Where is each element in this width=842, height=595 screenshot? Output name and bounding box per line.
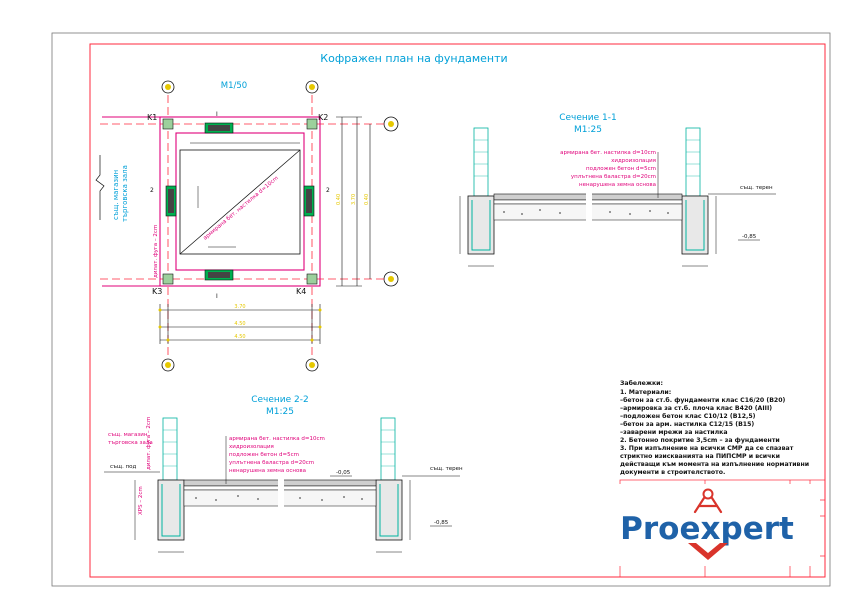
section22-ground: същ. терен	[430, 466, 463, 472]
logo-text: Proexpert	[620, 511, 794, 547]
plan-dim: 0.40	[364, 194, 370, 205]
section-marker: 2	[150, 187, 154, 194]
notes-line: –бетон за ст.б. фундаменти клас C16/20 (…	[620, 396, 786, 404]
corner-k4: K4	[296, 287, 306, 296]
notes-line: –бетон за арм. настилка C12/15 (B15)	[620, 420, 754, 428]
section22-layer: хидроизолация	[229, 444, 274, 450]
notes-line: –заварени мрежи за настилка	[620, 429, 728, 436]
section22-layer: армирана бет. настилка d=10cm	[229, 436, 325, 442]
section11-layer: хидроизолация	[611, 158, 656, 164]
section22-scale: M1:25	[266, 407, 294, 417]
section11-layer: уплътнена баластра d=20cm	[571, 174, 656, 180]
notes-line: –подложен бетон клас C10/12 (B12,5)	[620, 412, 756, 420]
foundation-plan: M1/50	[95, 80, 399, 372]
section22-left-label-2: търговска зала	[108, 440, 153, 446]
section11-scale: M1:25	[574, 125, 602, 135]
section11-level: -0,85	[742, 234, 757, 240]
plan-scale: M1/50	[221, 81, 247, 91]
section-marker: I	[216, 111, 218, 118]
compass-icon	[693, 488, 723, 514]
section22-layer: подложен бетон d=5cm	[229, 452, 299, 458]
section11-layer: армирана бет. настилка d=10cm	[560, 150, 656, 156]
plan-joint-label: дилат. фуга – 2cm	[153, 225, 159, 278]
notes-line: стриктно изискванията на ПИПСМР и всички	[620, 453, 780, 460]
plan-dim: 4.50	[234, 321, 245, 327]
section22-title: Сечение 2-2	[251, 395, 309, 405]
plan-dim: 3.70	[351, 194, 357, 205]
section22-layer: уплътнена баластра d=20cm	[229, 460, 314, 466]
plan-left-label-1: същ. магазин	[112, 170, 120, 220]
section22-xps: XPS – 2cm	[138, 486, 144, 515]
corner-k3: K3	[152, 287, 162, 296]
section22-joint: дилат. фуга – 2cm	[146, 417, 152, 470]
section22-left-label-1: същ. магазин	[108, 432, 148, 438]
plan-left-label-2: търговска зала	[121, 165, 129, 222]
logo-chevron	[688, 543, 728, 560]
section22-level2: -0,85	[434, 520, 449, 526]
notes-line: –армировка за ст.б. плоча клас B420 (AII…	[620, 404, 772, 412]
section-marker: I	[216, 293, 218, 300]
drawing-title: Кофражен план на фундаменти	[320, 52, 507, 65]
plan-dim: 0.40	[336, 194, 342, 205]
notes-line: 3. При изпълнение на всички СМР да се сп…	[620, 445, 794, 452]
corner-k2: K2	[318, 113, 328, 122]
section-marker: 2	[326, 187, 330, 194]
section-1-1: Сечение 1-1 M1:25	[459, 113, 776, 267]
sheet-border	[51, 32, 831, 587]
notes-line: 1. Материали:	[620, 389, 671, 396]
notes-line: действащи към момента на изпълнение норм…	[620, 460, 809, 468]
section22-level1: -0,05	[336, 470, 351, 476]
notes-line: документи в строителството.	[620, 469, 725, 476]
section11-title: Сечение 1-1	[559, 113, 617, 123]
drawing-frame	[89, 43, 826, 578]
plan-dim: 3.70	[234, 304, 245, 310]
section-2-2: Сечение 2-2 M1:25 същ. магазин търговска…	[104, 395, 463, 553]
section11-ground: същ. терен	[740, 185, 773, 191]
plan-slab-label: армирана бет. настилка d=10cm	[202, 175, 279, 241]
section11-layer: ненарушена земна основа	[579, 182, 656, 188]
proexpert-logo: Proexpert	[594, 484, 820, 566]
notes-line: 2. Бетонно покритие 3,5cm – за фундамент…	[620, 436, 780, 444]
section11-layer: подложен бетон d=5cm	[586, 166, 656, 172]
corner-k1: K1	[147, 113, 157, 122]
notes-heading: Забележки:	[620, 379, 663, 387]
notes-block: Забележки: 1. Материали: –бетон за ст.б.…	[620, 379, 809, 476]
plan-dim: 4.50	[234, 334, 245, 340]
section22-layer: ненарушена земна основа	[229, 468, 306, 474]
section22-floor: същ. под	[110, 464, 137, 470]
